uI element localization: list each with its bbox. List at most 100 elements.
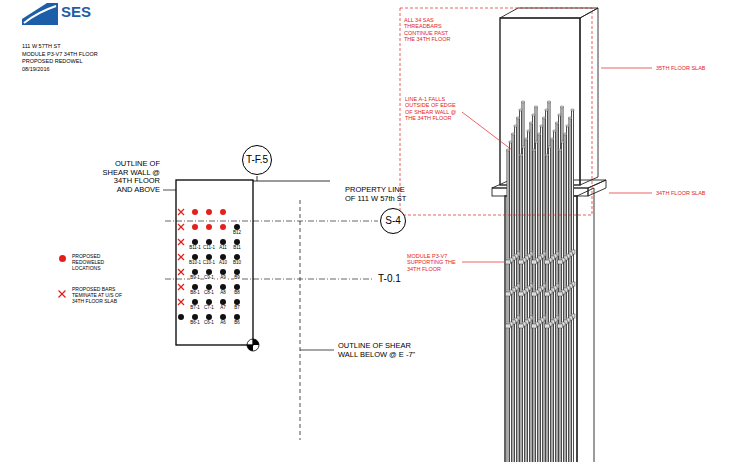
coupler-nut: [532, 260, 537, 264]
grid-line: [257, 176, 258, 181]
threadbar: [538, 134, 539, 462]
threadbar: [535, 107, 536, 462]
threadbar: [540, 126, 543, 462]
callout-note: LINE A-1 FALLS OUTSIDE OF EDGE OF SHEAR …: [405, 96, 460, 121]
threadbar: [525, 139, 526, 462]
threadbar: [525, 139, 528, 462]
sheet-info: 08/19/2016: [22, 66, 50, 72]
terminated-bar-x: [178, 209, 184, 215]
terminated-bar-x: [178, 269, 184, 275]
bar-dot: [206, 284, 212, 290]
corner-marker: [253, 339, 259, 345]
terminated-bar-x: [178, 239, 184, 245]
threadbar-cap: [535, 141, 539, 143]
coupler-nut: [532, 292, 537, 296]
bar-id-label: A6: [220, 321, 226, 326]
threadbar: [546, 155, 547, 462]
bar-id-label: A9: [220, 276, 226, 281]
bar-id-label: C6-1: [204, 321, 214, 326]
bar-dot: [206, 314, 212, 320]
threadbar-cap: [509, 141, 513, 143]
redowel-dot: [192, 209, 198, 215]
threadbar: [536, 142, 537, 462]
shear-wall-outline: [176, 180, 253, 345]
threadbar-cap: [522, 146, 526, 148]
threadbar-cap: [511, 133, 515, 135]
bar-id-label: B8-1: [190, 291, 200, 296]
threadbar-cap: [550, 138, 554, 140]
bar-dot: [220, 269, 226, 275]
bar-dot: [234, 254, 240, 260]
callout-leaders: [400, 8, 652, 262]
bar-id-label: C7-1: [204, 306, 214, 311]
terminated-bar-x: [178, 209, 184, 215]
coupler-nut: [519, 292, 524, 296]
threadbar: [520, 110, 521, 462]
bar-id-label: B8: [234, 291, 240, 296]
threadbar-cap: [529, 122, 533, 124]
redowel-dot: [192, 224, 198, 230]
coupler-nut: [558, 260, 563, 264]
threadbar-cap: [571, 109, 575, 111]
redowel-dot: [206, 224, 212, 230]
callout-box: [400, 8, 592, 215]
threadbar-cap: [524, 138, 528, 140]
slab-edge-line: [253, 181, 330, 182]
coupler-nut: [506, 260, 511, 264]
threadbar-cap: [566, 125, 570, 127]
callout-note: PROPERTY LINE OF 111 W 57th ST: [345, 186, 415, 203]
threadbar-cap: [560, 106, 564, 108]
leader-line: [609, 193, 652, 194]
threadbar: [564, 134, 565, 462]
legend-text: PROPOSED BARS TEMINATE AT U/S OF 34TH FL…: [72, 287, 130, 304]
redowel-dot: [206, 209, 212, 215]
threadbar-cap: [516, 117, 520, 119]
threadbar: [507, 150, 510, 462]
bar-dot: [220, 314, 226, 320]
threadbar-cap: [514, 125, 518, 127]
terminated-bar-x: [178, 284, 184, 290]
property-line: [300, 200, 301, 440]
legend-x-symbol: [59, 291, 66, 298]
redowel-dot: [220, 209, 226, 215]
bar-id-label: C11-1: [203, 246, 215, 251]
grid-label: T-0.1: [378, 273, 401, 285]
threadbar: [507, 150, 508, 462]
bar-id-label: A7: [220, 306, 226, 311]
threadbar: [533, 150, 534, 462]
threadbar-cap: [519, 109, 523, 111]
threadbar-cap: [527, 130, 531, 132]
threadbar: [558, 115, 561, 462]
threadbar: [512, 134, 515, 462]
terminated-bar-x: [178, 224, 184, 230]
legend-swatch: [59, 255, 66, 262]
bar-dot: [206, 299, 212, 305]
threadbar: [535, 142, 538, 462]
bar-dot: [220, 299, 226, 305]
threadbar-cap: [558, 114, 562, 116]
corner-marker: [247, 339, 259, 351]
bar-id-label: B11-1: [189, 246, 201, 251]
coupler-nut: [506, 324, 511, 328]
column-isometric: [492, 8, 606, 462]
grid-bubble: T-F.5: [242, 145, 272, 175]
threadbar-cap: [545, 109, 549, 111]
coupler-nut: [558, 292, 563, 296]
threadbar: [561, 107, 562, 462]
threadbar: [559, 115, 560, 462]
threadbar-cap: [521, 101, 525, 103]
threadbar: [553, 131, 556, 462]
threadbars: [506, 101, 576, 462]
module-column-side: [577, 188, 594, 462]
bar-dot: [234, 269, 240, 275]
threadbar: [546, 155, 549, 462]
callout-note: 35TH FLOOR SLAB: [656, 65, 706, 71]
terminated-bar-x: [178, 239, 184, 245]
legend-text: PROPOSED REDOWELED LOCATIONS: [72, 254, 127, 271]
terminated-bar-x: [178, 224, 184, 230]
leader-line: [462, 112, 512, 150]
threadbar: [527, 131, 530, 462]
grid-bubble: S-4: [380, 208, 406, 234]
coupler-nut: [519, 324, 524, 328]
